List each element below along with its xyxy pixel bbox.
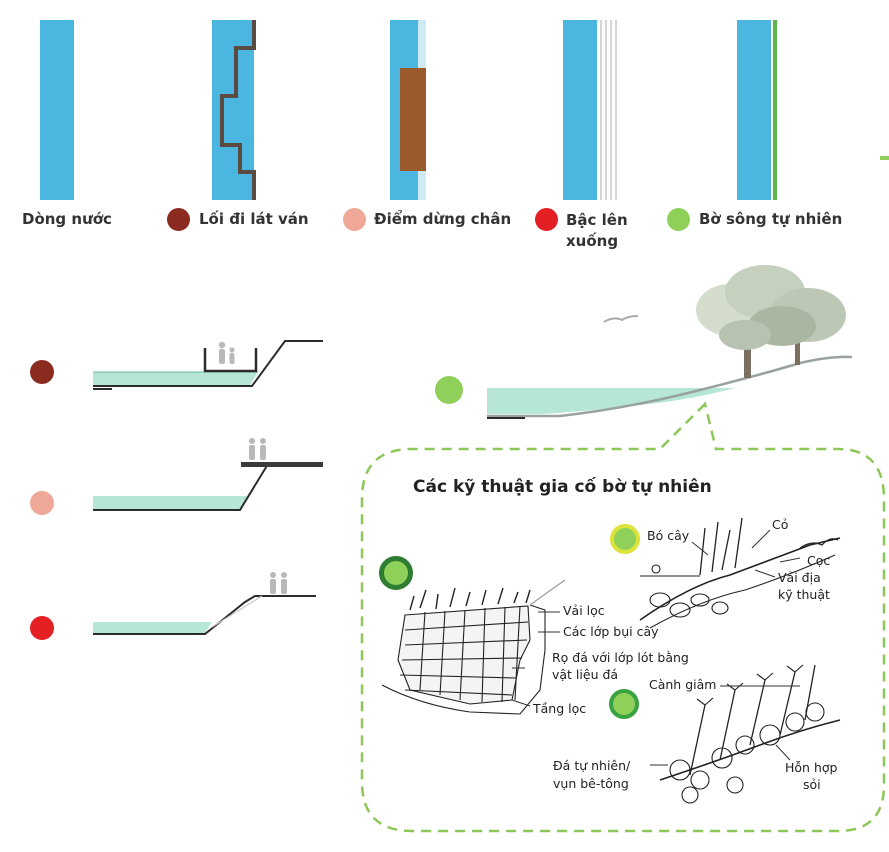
legend-dot-stop — [343, 208, 366, 231]
water-strip-steps — [563, 20, 597, 200]
section-natural — [487, 265, 853, 419]
legend-label-stop: Điểm dừng chân — [374, 210, 512, 228]
people-icon — [249, 438, 266, 460]
label-canh-giam: Cành giâm — [649, 677, 717, 692]
stop-platform — [400, 68, 426, 171]
legend-label-natural: Bờ sông tự nhiên — [699, 210, 843, 228]
boardwalk-outline — [220, 20, 256, 200]
legend-dot-steps — [535, 208, 558, 231]
label-ro-da-2: vật liệu đá — [552, 667, 619, 682]
gabion-sketch — [381, 579, 566, 715]
label-coc: Cọc — [807, 553, 831, 568]
section-dot-natural — [435, 376, 463, 404]
label-cac-lop-bui-cay: Các lớp bụi cây — [563, 624, 659, 639]
tree-icon — [696, 265, 846, 378]
legend-dot-natural — [667, 208, 690, 231]
section-dot-steps — [30, 616, 54, 640]
bird-icon — [603, 315, 639, 323]
natural-bank-green — [773, 20, 777, 200]
technique-dot-cuttings — [609, 689, 639, 719]
section-dot-stop — [30, 491, 54, 515]
label-da-tu-nhien-2: vụn bê-tông — [553, 776, 629, 791]
water-strip-plain — [40, 20, 74, 200]
label-ro-da-1: Rọ đá với lớp lót bằng — [552, 650, 689, 665]
water-strip-natural — [737, 20, 771, 200]
label-da-tu-nhien-1: Đá tự nhiên/ — [553, 758, 631, 773]
legend-dot-boardwalk — [167, 208, 190, 231]
cuttings-sketch — [659, 664, 841, 804]
label-co: Cỏ — [772, 517, 789, 532]
legend-label-water: Dòng nước — [22, 210, 112, 228]
label-tang-loc: Tầng lọc — [533, 701, 587, 716]
panel-title: Các kỹ thuật gia cố bờ tự nhiên — [413, 477, 712, 497]
people-icon — [218, 341, 235, 364]
section-steps — [93, 572, 316, 635]
label-bo-cay: Bó cây — [647, 528, 690, 543]
technique-dot-bundle — [610, 524, 640, 554]
label-vai-dia-2: kỹ thuật — [778, 587, 830, 602]
leader-lines — [511, 529, 801, 766]
label-hon-hop-2: sỏi — [803, 777, 821, 792]
edge-mark — [880, 156, 889, 160]
callout-outline — [360, 401, 886, 833]
technique-dot-gabion — [379, 556, 413, 590]
section-dot-boardwalk — [30, 360, 54, 384]
label-vai-dia-1: Vải địa — [778, 570, 821, 585]
bundle-sketch — [639, 517, 841, 629]
legend-label-boardwalk: Lối đi lát ván — [199, 210, 309, 228]
section-boardwalk — [93, 340, 323, 390]
legend-label-steps: Bậc lên xuống — [566, 211, 628, 250]
people-icon — [270, 572, 287, 594]
label-hon-hop-1: Hỗn hợp — [785, 760, 838, 775]
label-vai-loc: Vải lọc — [563, 603, 605, 618]
section-stop — [93, 438, 323, 511]
